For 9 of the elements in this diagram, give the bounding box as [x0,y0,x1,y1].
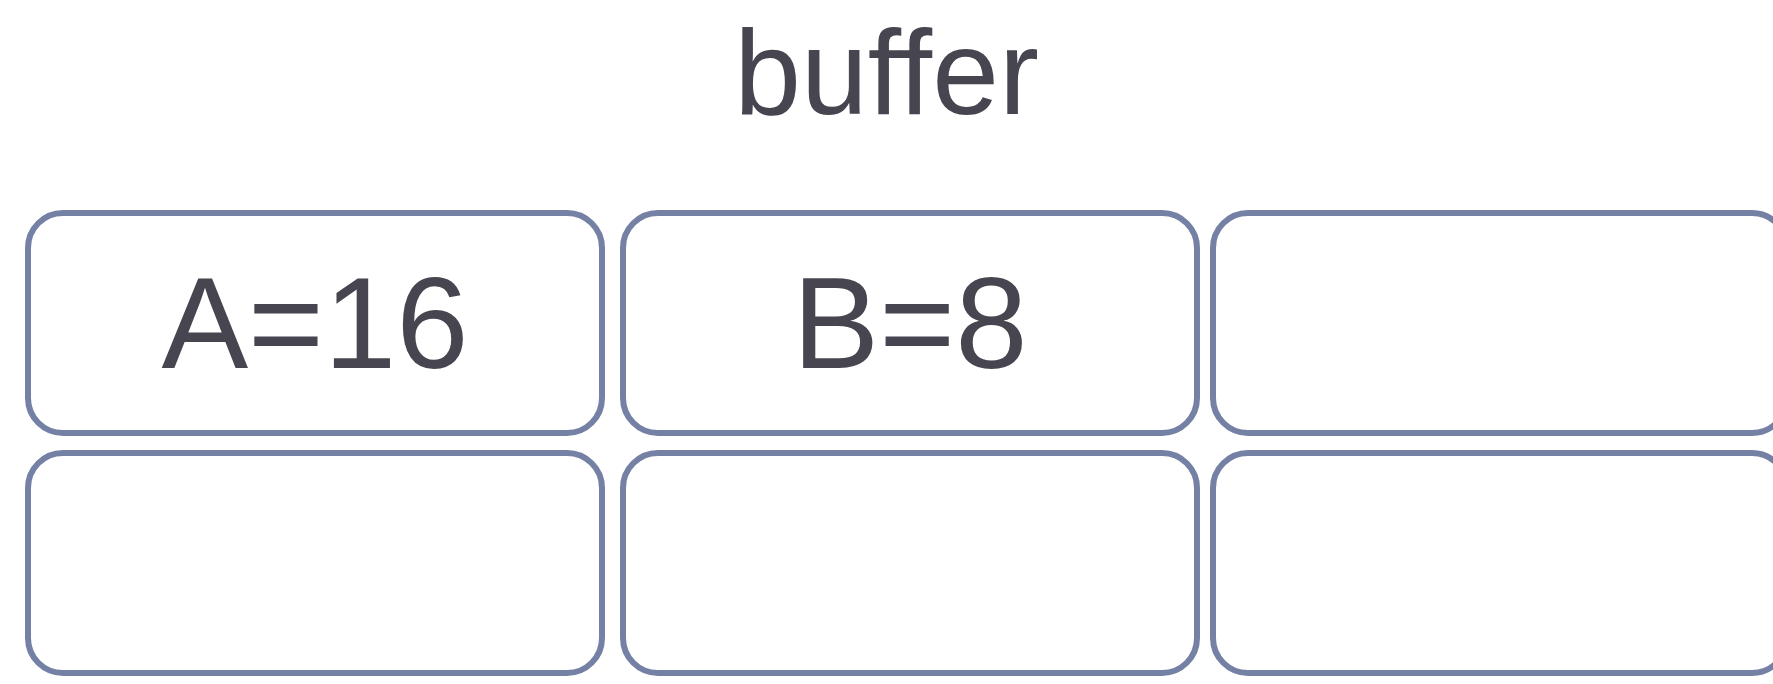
empty-box [1210,210,1773,436]
empty-box [620,450,1200,676]
empty-box [25,450,605,676]
value-text: B=8 [792,253,1028,393]
value-text: A=16 [161,253,469,393]
value-box [25,210,605,436]
value-box [620,210,1200,436]
empty-box [1210,450,1773,676]
title: buffer [733,4,1040,141]
